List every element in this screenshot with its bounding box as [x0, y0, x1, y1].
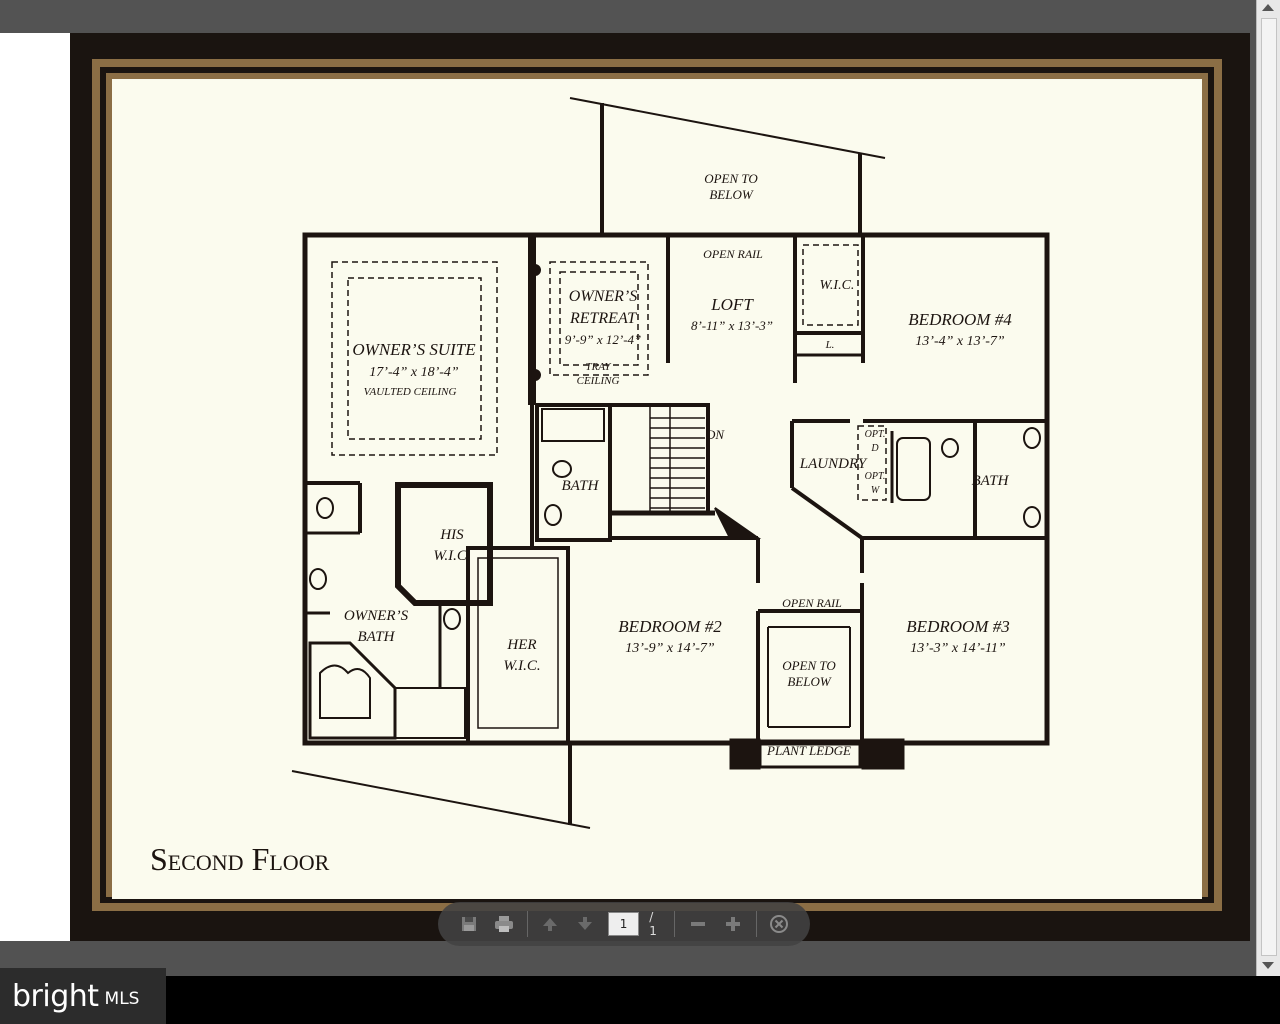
save-icon[interactable] [456, 911, 481, 937]
scroll-down-arrow-icon[interactable] [1262, 962, 1274, 969]
minus-icon[interactable] [685, 911, 710, 937]
toolbar-separator [526, 911, 528, 937]
label-her-wic-1: HER [506, 637, 536, 653]
label-loft: LOFT [710, 295, 754, 314]
vertical-scrollbar[interactable] [1256, 0, 1280, 976]
label-opt-w-1: OPT. [865, 471, 886, 482]
toolbar-separator [674, 911, 676, 937]
label-his-wic-1: HIS [439, 527, 464, 543]
label-owners-suite-dim: 17’-4” x 18’-4” [369, 365, 459, 380]
pdf-toolbar: 1 / 1 [438, 902, 810, 946]
label-owners-retreat-2: RETREAT [569, 310, 637, 327]
fixtures [309, 264, 1041, 719]
walls [291, 97, 1050, 829]
toolbar-separator [755, 911, 757, 937]
label-opt-w-2: W [871, 485, 881, 496]
label-bedroom4: BEDROOM #4 [908, 310, 1012, 329]
label-open-below-bottom-2: BELOW [787, 674, 832, 689]
label-bedroom2-dim: 13’-9” x 14’-7” [625, 641, 715, 656]
label-bedroom4-dim: 13’-4” x 13’-7” [915, 334, 1005, 349]
paper [112, 79, 1202, 899]
floor-plan-drawing: OPEN TO BELOW OPEN RAIL LOFT 8’-11” x 13… [92, 59, 1222, 911]
label-owners-bath-1: OWNER’S [344, 608, 409, 624]
label-opt-d-1: OPT. [865, 429, 886, 440]
label-wic-top: W.I.C. [820, 278, 855, 293]
page-number-input[interactable]: 1 [608, 912, 640, 936]
ceiling-outlines [331, 244, 887, 501]
label-bedroom2: BEDROOM #2 [618, 617, 722, 636]
page-margin [0, 33, 72, 941]
scroll-up-arrow-icon[interactable] [1262, 4, 1274, 11]
label-open-below-top-2: BELOW [709, 187, 754, 202]
page-total: / 1 [649, 910, 657, 938]
scrollbar-thumb[interactable] [1261, 18, 1277, 956]
label-dn: DN [705, 427, 725, 442]
label-laundry: LAUNDRY [799, 456, 868, 472]
label-tray-1: TRAY [585, 361, 612, 373]
label-open-rail-top: OPEN RAIL [703, 247, 763, 261]
plus-icon[interactable] [720, 911, 745, 937]
label-opt-d-2: D [870, 443, 879, 454]
bottom-bar [0, 976, 1280, 1024]
print-icon[interactable] [491, 911, 516, 937]
logo-brand: bright [12, 978, 99, 1014]
label-open-rail-bottom: OPEN RAIL [782, 596, 842, 610]
label-owners-suite: OWNER’S SUITE [352, 340, 476, 359]
viewer-top-bar [0, 0, 1256, 30]
label-open-below-top-1: OPEN TO [704, 171, 758, 186]
arrow-up-icon[interactable] [538, 911, 563, 937]
label-owners-retreat-dim: 9’-9” x 12’-4” [565, 332, 642, 347]
close-icon[interactable] [767, 911, 792, 937]
plan-title: Second Floor [150, 841, 330, 877]
label-her-wic-2: W.I.C. [503, 658, 540, 674]
label-bath-right: BATH [972, 473, 1010, 489]
label-owners-bath-2: BATH [358, 629, 396, 645]
label-open-below-bottom-1: OPEN TO [782, 658, 836, 673]
arrow-down-icon[interactable] [573, 911, 598, 937]
label-bedroom3-dim: 13’-3” x 14’-11” [910, 641, 1006, 656]
room-labels: OPEN TO BELOW OPEN RAIL LOFT 8’-11” x 13… [344, 171, 1012, 758]
label-vaulted-ceiling: VAULTED CEILING [364, 386, 457, 398]
label-owners-retreat-1: OWNER’S [569, 288, 637, 305]
label-bedroom3: BEDROOM #3 [906, 617, 1009, 636]
label-linen: L. [825, 339, 835, 351]
label-plant-ledge: PLANT LEDGE [766, 743, 851, 758]
label-loft-dim: 8’-11” x 13’-3” [691, 318, 773, 333]
bright-mls-logo: bright MLS [0, 968, 166, 1024]
label-bath-center: BATH [562, 478, 600, 494]
floor-plan-page: OPEN TO BELOW OPEN RAIL LOFT 8’-11” x 13… [70, 33, 1250, 941]
label-tray-2: CEILING [577, 375, 620, 387]
logo-suffix: MLS [104, 989, 140, 1009]
label-his-wic-2: W.I.C. [433, 548, 470, 564]
